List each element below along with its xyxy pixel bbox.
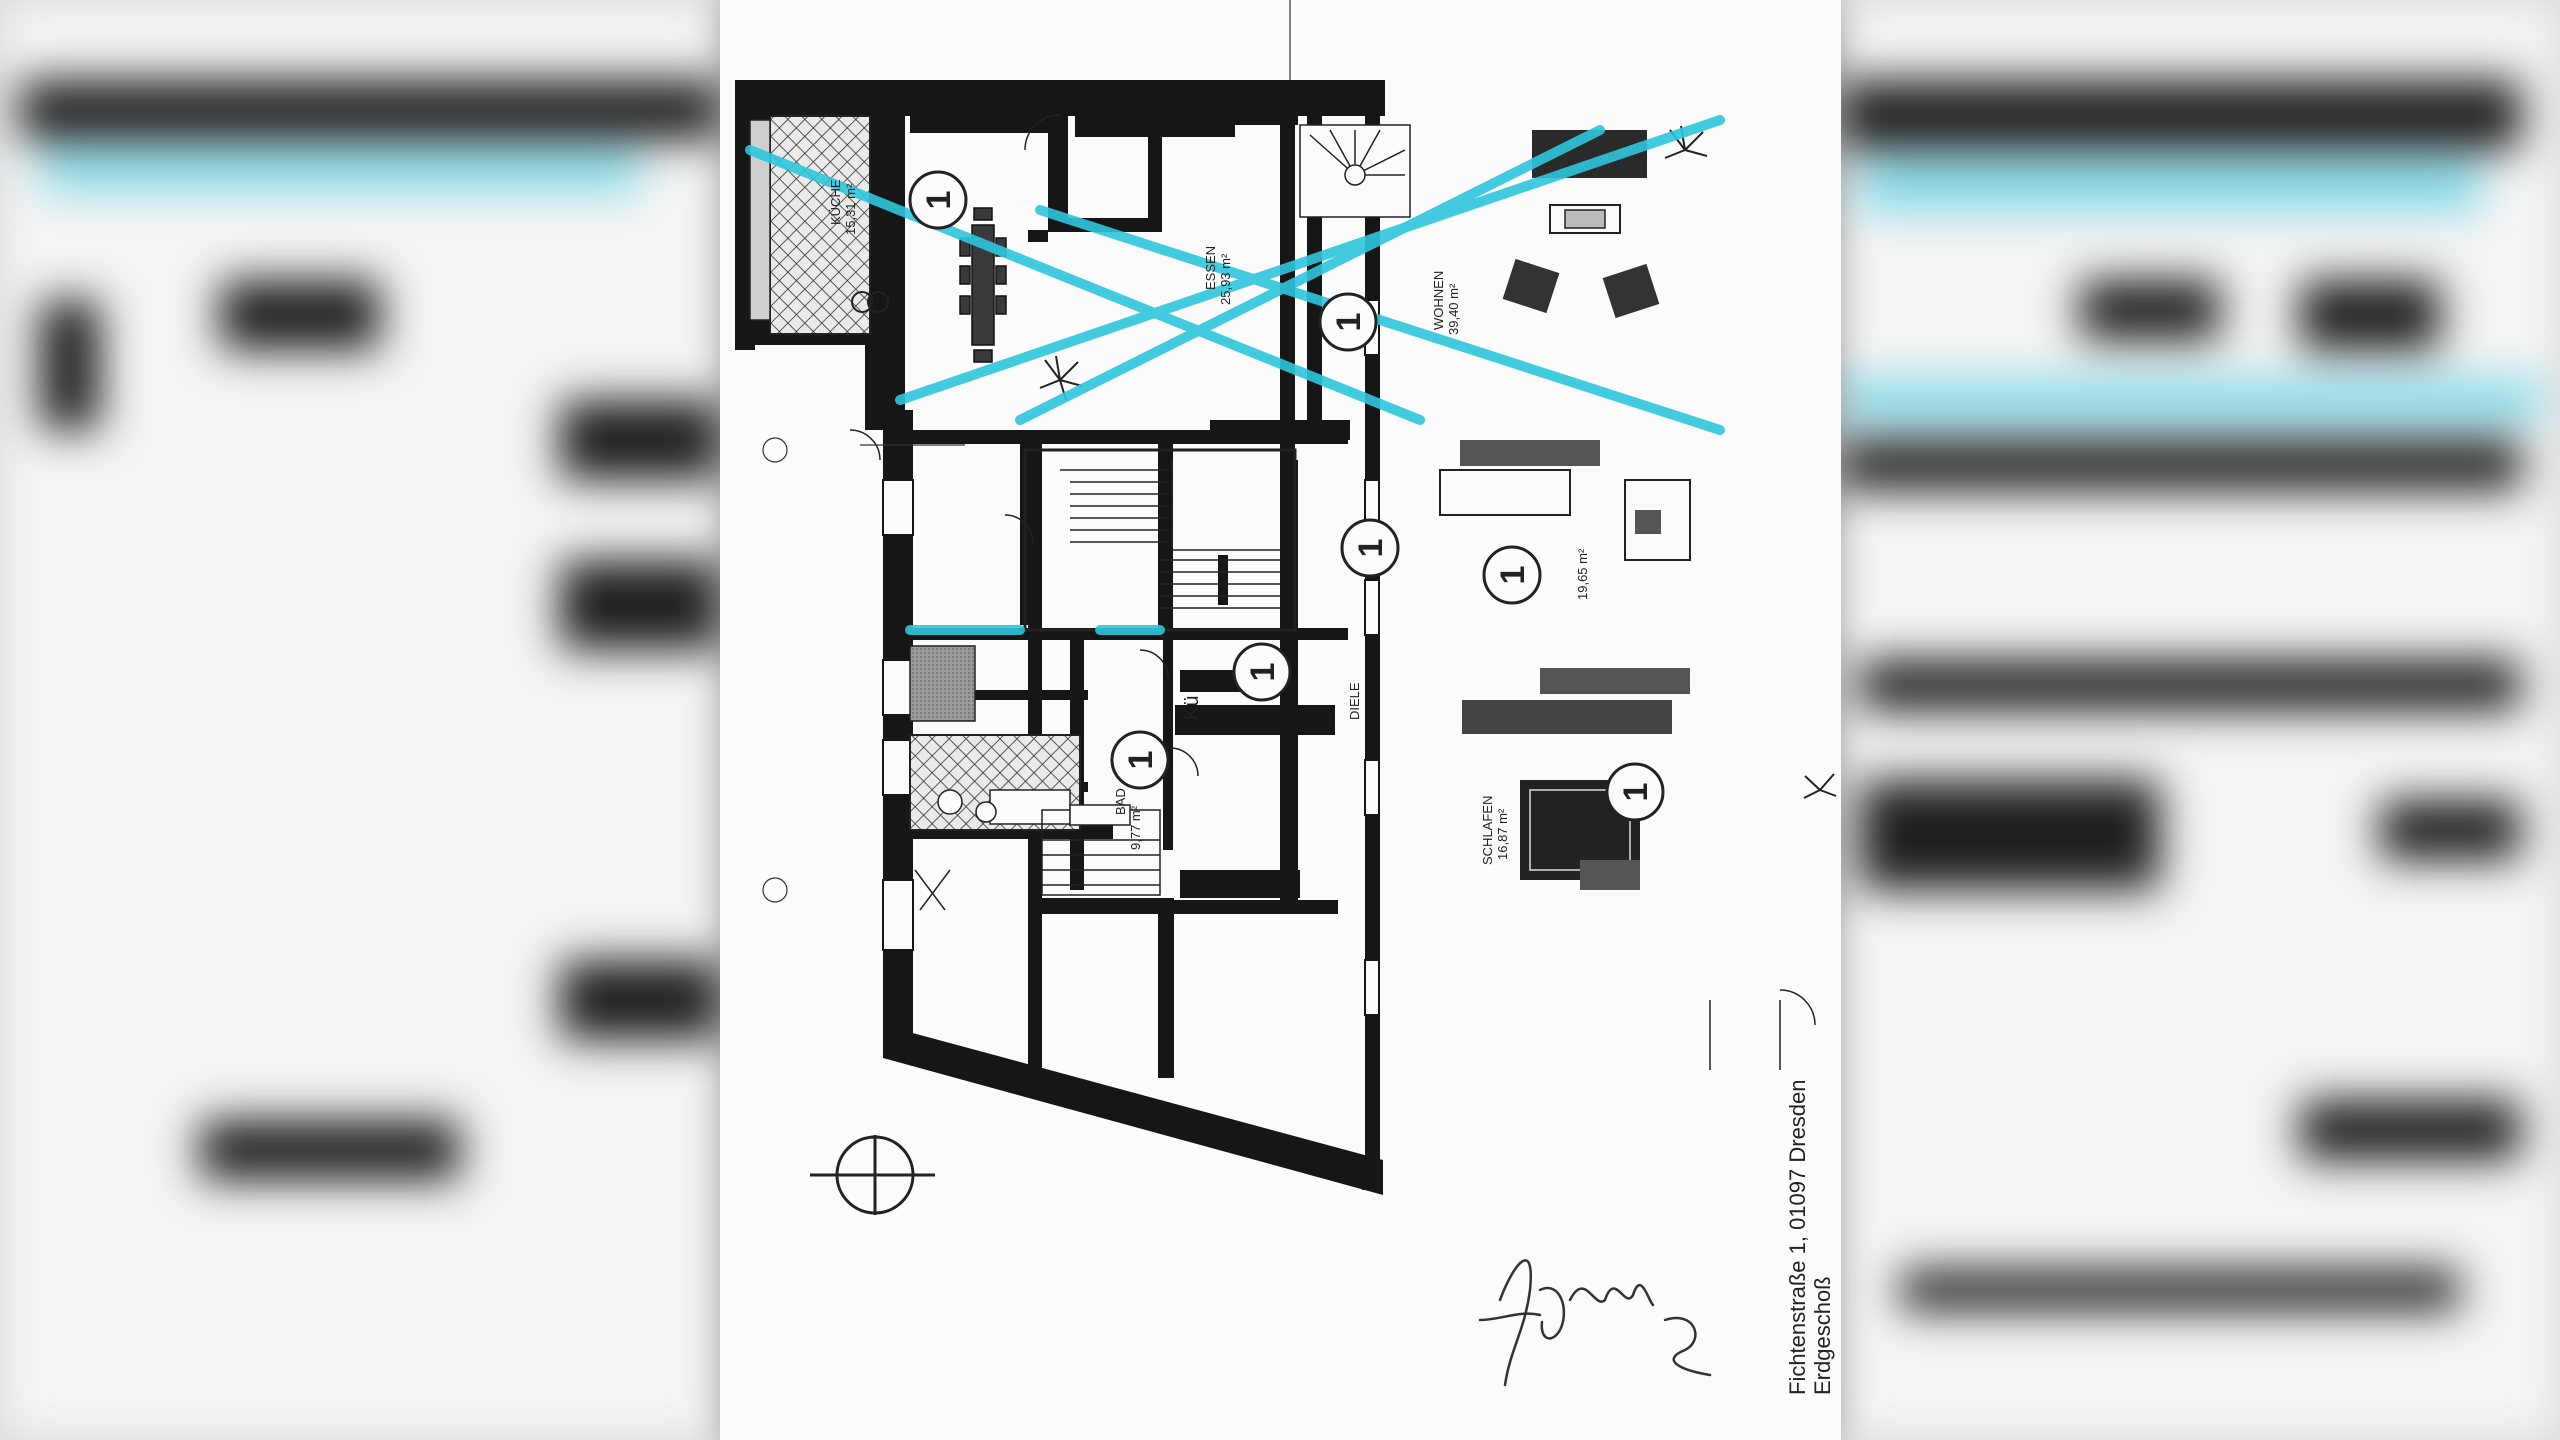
room-count-bedroom: 1 bbox=[1617, 783, 1655, 802]
address-label: Fichtenstraße 1, 01097 Dresden bbox=[1785, 1079, 1810, 1395]
room-area-bedroom: 16,87 m² bbox=[1495, 808, 1510, 860]
room-count-circles bbox=[908, 170, 1665, 822]
entrance-steps bbox=[1041, 804, 1161, 896]
room-count-stairwell: 1 bbox=[1352, 539, 1390, 558]
small-kitchen-grey bbox=[909, 645, 976, 722]
room-area-kitchen: 15,31 m² bbox=[843, 183, 858, 235]
kitchen-table bbox=[851, 291, 889, 313]
north-compass-icon bbox=[810, 1135, 935, 1215]
plant-icons bbox=[1039, 125, 1837, 799]
spiral-stairs bbox=[1299, 124, 1411, 218]
room-name-dining: ESSEN bbox=[1203, 246, 1218, 290]
room-count-small-kitchen: 1 bbox=[1244, 663, 1282, 682]
lower-rooms bbox=[914, 869, 1781, 1070]
kitchen-counter bbox=[749, 119, 771, 321]
room-area-bath: 9,77 m² bbox=[1128, 805, 1143, 850]
doors bbox=[849, 114, 1816, 1026]
windows bbox=[882, 159, 1380, 1016]
room-name-kitchen: KÜCHE bbox=[828, 179, 843, 225]
room-name-bedroom: SCHLAFEN bbox=[1480, 796, 1495, 865]
room-area-living: 39,40 m² bbox=[1446, 283, 1461, 335]
room-area-dining: 25,93 m² bbox=[1218, 253, 1233, 305]
floor-label: Erdgeschoß bbox=[1810, 1276, 1835, 1395]
bedroom-furniture bbox=[1439, 440, 1691, 890]
cyan-highlights bbox=[745, 115, 1725, 635]
room-name-hall: DIELE bbox=[1347, 682, 1362, 720]
room-count-living: 1 bbox=[1330, 313, 1368, 332]
room-name-bath: BAD bbox=[1113, 788, 1128, 815]
floor-plan-document: 1 1 1 1 1 1 1 KÜCHE 15,31 m² ESSEN 25,93… bbox=[720, 0, 1841, 1440]
room-count-room: 1 bbox=[1494, 566, 1532, 585]
signature bbox=[1478, 1259, 1712, 1387]
room-count-kitchen: 1 bbox=[920, 191, 958, 210]
room-count-bath: 1 bbox=[1122, 751, 1160, 770]
room-name-living: WOHNEN bbox=[1431, 271, 1446, 330]
floor-plan: 1 1 1 1 1 1 1 KÜCHE 15,31 m² ESSEN 25,93… bbox=[735, 0, 1837, 1395]
bath-fixtures bbox=[937, 789, 1071, 825]
dining-table bbox=[959, 207, 1007, 363]
reference-lines bbox=[762, 0, 1291, 903]
room-name-small-kitchen: Kü bbox=[1181, 696, 1203, 720]
room-area-room: 19,65 m² bbox=[1575, 548, 1590, 600]
living-furniture bbox=[1502, 130, 1660, 319]
